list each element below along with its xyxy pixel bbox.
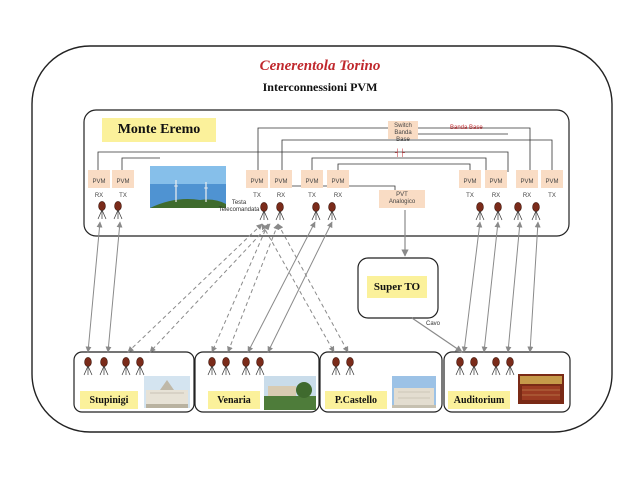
dish-antenna-icon [83,357,93,376]
pvm-unit: PVM RX [485,170,507,199]
pvm-unit-bottom: RX [94,193,104,199]
venaria-photo [264,376,316,410]
pvm-unit: PVM TX [541,170,563,199]
pvm-unit: PVM RX [327,170,349,199]
cavo-label: Cavo [426,321,441,327]
dish-antenna-icon [259,202,269,221]
site-label-pcastello: P.Castello [325,391,387,409]
stupinigi-photo [144,376,190,408]
pvm-unit-bottom: TX [253,193,261,199]
super-to-box [357,257,439,319]
dish-antenna-icon [327,202,337,221]
outer-frame [31,45,613,433]
pvm-unit: PVM RX [516,170,538,199]
superto-auditorium-cable [411,317,463,353]
banda-base-label: Banda Base [450,125,483,131]
site-label-stupinigi: Stupinigi [80,391,138,409]
pvm-unit-bottom: RX [491,193,501,199]
dish-antenna-icon [97,201,107,220]
testa-telecomandata-label: Testa Telecomandata [218,200,260,213]
crossover-mark: ┤├ [394,148,405,158]
pvm-unit-top: PVM [116,179,130,185]
dish-antenna-icon [475,202,485,221]
pvm-unit-bottom: TX [466,193,474,199]
dish-antenna-icon [493,202,503,221]
pvm-unit-top: PVM [305,179,319,185]
dish-antenna-icon [345,357,355,376]
dish-antenna-icon [455,357,465,376]
dish-antenna-icon [221,357,231,376]
dish-antenna-icon [531,202,541,221]
dish-antennas-sites [83,357,515,376]
dish-antenna-icon [135,357,145,376]
pvm-unit: PVM RX [270,170,292,199]
dish-antenna-icon [513,202,523,221]
radio-links-dashed [127,223,349,353]
switch-banda-base-box: Switch Banda Base [388,121,418,143]
pvm-unit-top: PVM [463,179,477,185]
diagram-subtitle: Interconnessioni PVM [262,80,378,94]
dish-antenna-icon [505,357,515,376]
dish-antenna-icon [255,357,265,376]
pvm-unit-top: PVM [331,179,345,185]
pvm-unit-bottom: RX [333,193,343,199]
dish-antenna-icon [121,357,131,376]
pvm-unit-top: PVM [274,179,288,185]
pvm-unit-top: PVM [520,179,534,185]
pvm-unit-top: PVM [545,179,559,185]
pvm-unit-bottom: TX [548,193,556,199]
pvm-unit-top: PVM [489,179,503,185]
dish-antenna-icon [311,202,321,221]
pvm-unit: PVM TX [301,170,323,199]
pvm-unit-top: PVM [250,179,264,185]
dish-antenna-icon [331,357,341,376]
dish-antenna-icon [113,201,123,220]
super-to-label: Super TO [367,276,427,298]
pvm-unit-bottom: TX [308,193,316,199]
pvm-unit: PVM TX [459,170,481,199]
dish-antenna-icon [207,357,217,376]
site-label-auditorium: Auditorium [448,391,510,409]
diagram-title: Cenerentola Torino [259,58,381,74]
monte-eremo-photo [150,166,226,208]
pvm-unit-bottom: RX [522,193,532,199]
dish-antenna-icon [469,357,479,376]
pcastello-box [319,351,443,413]
dish-antennas-monte [97,201,541,221]
pvm-unit-bottom: RX [276,193,286,199]
pvm-unit-bottom: TX [119,193,127,199]
dish-antenna-icon [99,357,109,376]
site-label-venaria: Venaria [208,391,260,409]
pvm-unit: PVM TX [246,170,268,199]
pvm-unit: PVM RX [88,170,110,199]
pvm-unit: PVM TX [112,170,134,199]
pcastello-photo [392,376,436,408]
dish-antenna-icon [241,357,251,376]
auditorium-photo [518,374,564,404]
pvt-analogico-box: PVT Analogico [379,190,425,208]
dish-antenna-icon [275,202,285,221]
dish-antenna-icon [491,357,501,376]
monte-eremo-label: Monte Eremo [102,118,216,142]
pvm-unit-top: PVM [92,179,106,185]
